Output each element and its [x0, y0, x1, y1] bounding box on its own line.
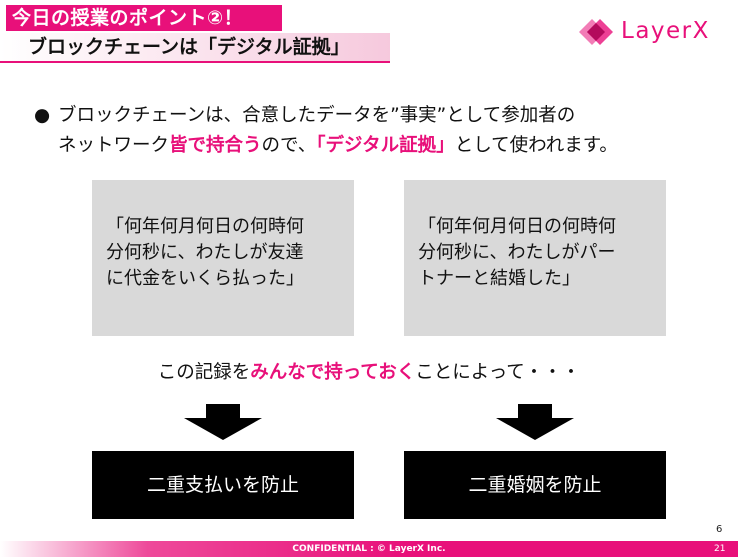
page-number: 6: [716, 524, 723, 535]
result-box-double-marriage: 二重婚姻を防止: [404, 451, 666, 519]
bullet-text: として使われます。: [454, 135, 618, 156]
result-box-double-payment: 二重支払いを防止: [92, 451, 354, 519]
example-box-marriage: 「何年何月何日の何時何 分何秒に、わたしがパー トナーと結婚した」: [404, 180, 666, 336]
confidential-label: CONFIDENTIAL : © LayerX Inc.: [292, 544, 446, 554]
layerx-logo-mark: [579, 19, 613, 45]
footer-bar: CONFIDENTIAL : © LayerX Inc. 21: [0, 541, 738, 557]
bullet-dot: ●: [34, 105, 51, 126]
example-line: 「何年何月何日の何時何: [418, 216, 616, 237]
example-line: 「何年何月何日の何時何: [106, 216, 304, 237]
bullet-text: ので、: [261, 135, 317, 156]
slide-number: 21: [714, 544, 726, 554]
bullet-line-1: ブロックチェーンは、合意したデータを”事実”として参加者の: [58, 105, 576, 126]
middle-text: ことによって・・・: [415, 362, 581, 383]
slide-subtitle: ブロックチェーンは「デジタル証拠」: [28, 36, 350, 58]
highlight-text: みんなで持っておく: [250, 362, 416, 383]
highlight-text: 皆で持合う: [169, 135, 262, 156]
down-arrow-icon: [496, 404, 574, 440]
down-arrow-icon: [184, 404, 262, 440]
example-line: に代金をいくら払った」: [106, 268, 304, 289]
example-box-payment: 「何年何月何日の何時何 分何秒に、わたしが友達 に代金をいくら払った」: [92, 180, 354, 336]
slide-title: 今日の授業のポイント②！: [6, 5, 282, 31]
subtitle-bar: [0, 33, 390, 63]
highlight-text: 「デジタル証拠」: [316, 135, 455, 156]
example-line: 分何秒に、わたしが友達: [106, 242, 304, 263]
middle-text: この記録を: [157, 362, 251, 383]
example-line: 分何秒に、わたしがパー: [418, 242, 616, 263]
bullet-line-2: ネットワーク皆で持合うので、「デジタル証拠」として使われます。: [58, 131, 618, 161]
bullet-text: ネットワーク: [58, 135, 170, 156]
logo-text: LayerX: [621, 18, 710, 44]
layerx-logo: LayerX: [578, 12, 728, 54]
record-sentence: この記録をみんなで持っておくことによって・・・: [0, 358, 738, 384]
example-line: トナーと結婚した」: [418, 268, 580, 289]
